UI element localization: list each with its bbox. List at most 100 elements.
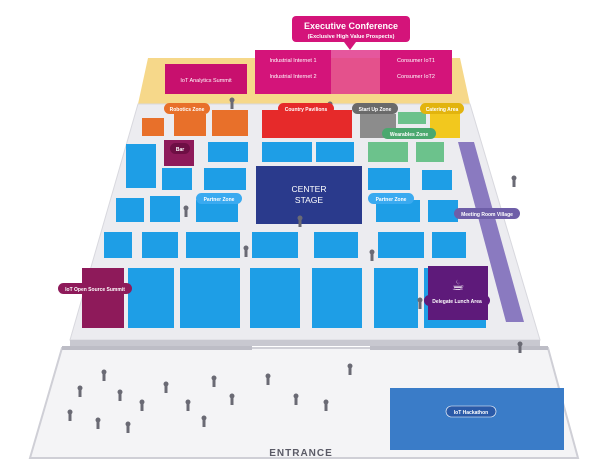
iot-analytics-summit-label: IoT Analytics Summit [180, 78, 232, 84]
visitor-figure [164, 386, 168, 393]
country-pavilion-booth[interactable] [262, 110, 352, 138]
exhibitor-booth[interactable] [142, 232, 178, 258]
visitor-figures [67, 97, 523, 433]
executive-conference-pointer [344, 42, 356, 50]
partner-zone-right-pill [368, 193, 414, 204]
visitor-figure [139, 399, 145, 405]
executive-conference-banner [292, 16, 410, 42]
exhibitor-booth[interactable] [116, 198, 144, 222]
iot-hackathon-room[interactable] [390, 388, 564, 450]
exhibitor-booth[interactable] [180, 268, 240, 328]
exhibitor-booth[interactable] [196, 200, 238, 222]
robotics-booth[interactable] [212, 110, 248, 136]
visitor-figure [67, 409, 73, 415]
visitor-figure [266, 378, 270, 385]
zone-labels [58, 103, 520, 418]
center-stage-label-line2: STAGE [295, 195, 324, 205]
visitor-figure [125, 421, 131, 427]
visitor-figure [140, 404, 144, 411]
exhibitor-booth[interactable] [208, 142, 248, 162]
industrial-internet-2-label: Industrial Internet 2 [269, 74, 316, 80]
exhibitor-booth[interactable] [162, 168, 192, 190]
iot-open-source-summit-room[interactable] [82, 268, 124, 328]
exhibitor-booth[interactable] [378, 232, 424, 258]
country-pavilions-label: Country Pavilions [285, 107, 328, 113]
start-up-zone-label: Start Up Zone [359, 107, 392, 113]
bar-label: Bar [176, 147, 184, 153]
meeting-room-village[interactable] [458, 142, 524, 322]
iot-open-source-summit-pill [58, 283, 132, 294]
visitor-figure [185, 399, 191, 405]
robotics-zone-pill [164, 103, 210, 114]
exhibitor-booth[interactable] [312, 268, 362, 328]
catering-area-pill [420, 103, 464, 114]
partner-zone-right-label: Partner Zone [376, 197, 407, 203]
delegate-lunch-area-room[interactable] [428, 266, 488, 320]
visitor-figure [201, 415, 207, 421]
exhibitor-booth[interactable] [186, 232, 240, 258]
visitor-figure [186, 404, 190, 411]
visitor-figure [95, 417, 101, 423]
iot-hackathon-label: IoT Hackathon [454, 410, 488, 416]
delegate-lunch-area-pill [424, 295, 490, 306]
exhibitor-booth[interactable] [368, 168, 410, 190]
exhibitor-booth[interactable] [150, 196, 180, 222]
center-stage[interactable] [256, 166, 362, 224]
wearables-booth[interactable] [416, 142, 444, 162]
lobby-wall-left [62, 346, 252, 350]
wearables-zone-label: Wearables Zone [390, 132, 428, 138]
exhibitor-booth[interactable] [376, 200, 420, 222]
exhibitor-booth[interactable] [422, 170, 452, 190]
visitor-figure [68, 414, 72, 421]
visitor-figure [230, 102, 234, 109]
visitor-figure [117, 389, 123, 395]
robotics-booth[interactable] [142, 118, 164, 136]
exhibitor-booth[interactable] [128, 268, 174, 328]
entrance-label: ENTRANCE [269, 448, 333, 459]
visitor-figure [243, 245, 249, 251]
visitor-figure [294, 398, 298, 405]
visitor-figure [518, 346, 522, 353]
exhibitor-booth[interactable] [374, 268, 418, 328]
visitor-figure [184, 210, 188, 217]
robotics-booth[interactable] [174, 114, 206, 136]
coffee-cup-icon: ☕ [452, 278, 465, 294]
exhibitor-booth[interactable] [250, 268, 300, 328]
delegate-lunch-area-label: Delegate Lunch Area [432, 299, 482, 305]
visitor-figure [212, 380, 216, 387]
exhibitor-booth[interactable] [262, 142, 312, 162]
exhibitor-booth[interactable] [126, 144, 156, 188]
visitor-figure [517, 341, 523, 347]
exhibitor-booth[interactable] [204, 168, 246, 190]
executive-conference-title: Executive Conference [304, 21, 398, 31]
consumer-iot-room[interactable] [380, 50, 452, 94]
visitor-figure [512, 180, 516, 187]
exhibitor-booth[interactable] [314, 232, 358, 258]
wearables-zone-pill [382, 128, 436, 139]
wearables-booth[interactable] [398, 112, 426, 124]
visitor-figure [369, 249, 375, 255]
exhibitor-booth[interactable] [316, 142, 354, 162]
visitor-figure [244, 250, 248, 257]
partner-zone-left-label: Partner Zone [204, 197, 235, 203]
iot-analytics-summit-room[interactable] [165, 64, 247, 94]
visitor-figure [183, 205, 189, 211]
exhibitor-booth[interactable] [428, 200, 458, 222]
executive-conference-subtitle: (Exclusive High Value Prospects) [308, 34, 395, 40]
visitor-figure [323, 399, 329, 405]
industrial-internet-room[interactable] [255, 50, 331, 94]
exhibitor-booth[interactable] [104, 232, 132, 258]
visitor-figure [102, 374, 106, 381]
visitor-figure [324, 404, 328, 411]
iot-open-source-summit-label: IoT Open Source Summit [65, 287, 125, 293]
visitor-figure [118, 394, 122, 401]
exhibitor-booth[interactable] [432, 232, 466, 258]
wearables-booth[interactable] [368, 142, 408, 162]
visitor-figure [77, 385, 83, 391]
executive-lounge-area[interactable] [331, 50, 380, 94]
exhibitor-booth[interactable] [252, 232, 298, 258]
industrial-internet-1-label: Industrial Internet 1 [269, 58, 316, 64]
visitor-figure [230, 398, 234, 405]
